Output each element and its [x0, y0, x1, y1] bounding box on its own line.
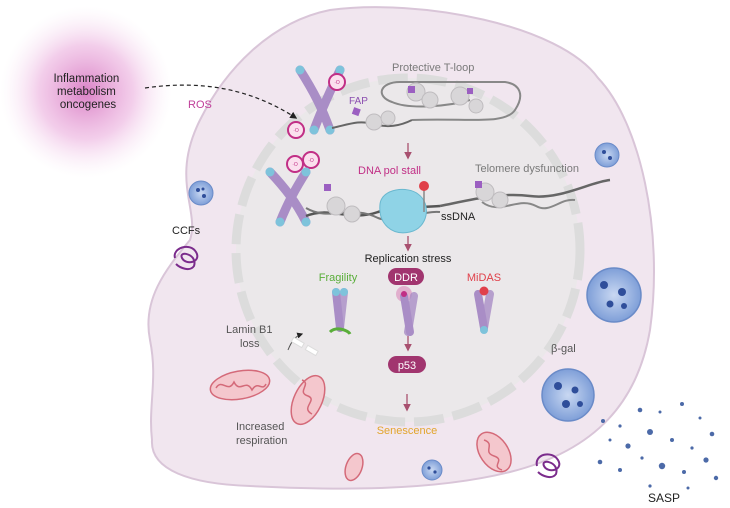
- ddr-label: DDR: [394, 272, 418, 284]
- chromosome-midas: [474, 286, 494, 334]
- ccf-cluster-left: [173, 245, 199, 271]
- t-loop: [380, 81, 522, 121]
- midas-label: MiDAS: [467, 272, 501, 284]
- fap-label: FAP: [349, 96, 368, 107]
- lysosomes: [188, 142, 642, 481]
- increased-respiration-label: Increased respiration: [236, 421, 287, 447]
- dna-pol-stall-label: DNA pol stall: [358, 165, 421, 177]
- sasp-particles: [597, 402, 719, 490]
- ddr-pill: [388, 268, 424, 285]
- stressor-glow: [0, 6, 172, 178]
- ros-arrow: [144, 84, 298, 119]
- telomere-dysfunction-label: Telomere dysfunction: [475, 163, 579, 175]
- stalled-polymerase: [379, 188, 427, 234]
- senescence-label: Senescence: [377, 425, 438, 437]
- p53-label: p53: [398, 360, 416, 372]
- svg-text:·O: ·O: [293, 128, 299, 134]
- ssdna-lesion: [419, 181, 429, 191]
- beta-gal-label: β-gal: [551, 343, 576, 355]
- ros-label: ROS: [188, 99, 212, 111]
- nuclear-envelope: [231, 73, 585, 427]
- replication-stress-label: Replication stress: [365, 253, 452, 265]
- chromosome-ddr: [396, 286, 418, 336]
- stressors-label: Inflammation metabolism oncogenes: [53, 73, 122, 111]
- chromosome-middle: [265, 167, 311, 227]
- ssdna-label: ssDNA: [441, 211, 476, 223]
- ccfs-label: CCFs: [172, 225, 201, 237]
- svg-text:·O: ·O: [308, 158, 314, 164]
- sasp-label: SASP: [648, 491, 680, 505]
- ros-radical-marks: ·O ·O ·O ·O: [292, 80, 340, 168]
- fap-lesion-marks: [351, 86, 473, 117]
- fragility-label: Fragility: [319, 272, 358, 284]
- dna-helix-right: [439, 178, 611, 208]
- fap-marks-middle: [324, 181, 482, 191]
- p53-pill: [388, 356, 426, 373]
- lamin-b1-loss-label: Lamin B1 loss: [226, 324, 276, 350]
- lysosome-contents: [196, 150, 627, 474]
- lamina-gap: [290, 336, 319, 357]
- chromosome-fragility: [328, 288, 352, 335]
- ccf-cluster-right: [535, 453, 561, 479]
- ros-radicals: [286, 73, 346, 173]
- protective-tloop-label: Protective T-loop: [392, 62, 474, 74]
- shelterin-complexes: [365, 82, 484, 131]
- svg-text:·O: ·O: [292, 162, 298, 168]
- mitochondria: [209, 369, 512, 482]
- svg-text:·O: ·O: [334, 80, 340, 86]
